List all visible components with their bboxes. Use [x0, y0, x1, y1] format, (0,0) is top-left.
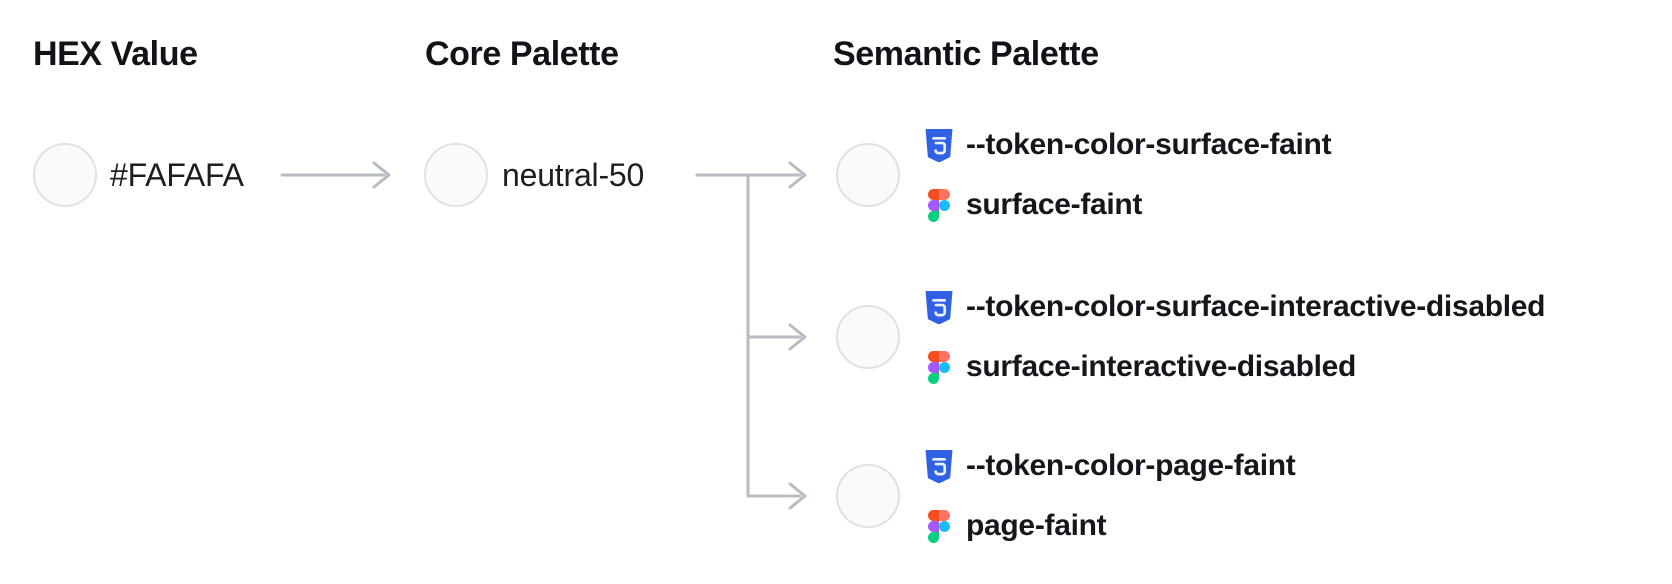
branch-core-to-semantic — [695, 161, 807, 510]
hex-value-label: #FAFAFA — [110, 157, 244, 193]
figma-token-line: page-faint — [925, 508, 1295, 544]
figma-logo-icon — [925, 350, 953, 384]
css-variable-line: --token-color-page-faint — [925, 448, 1296, 484]
hex-color-swatch — [33, 143, 97, 207]
figma-logo-icon — [925, 188, 953, 222]
figma-token-line: surface-interactive-disabled — [925, 349, 1545, 385]
css-variable-line: --token-color-surface-faint — [925, 127, 1332, 163]
semantic-token-row: --token-color-page-faint page-faint — [836, 447, 1296, 545]
css-variable-label: --token-color-page-faint — [966, 449, 1296, 482]
css3-shield-icon — [925, 449, 953, 483]
css3-shield-icon — [925, 128, 953, 162]
css-variable-label: --token-color-surface-interactive-disabl… — [966, 290, 1546, 323]
semantic-color-swatch — [836, 464, 900, 528]
semantic-color-swatch — [836, 305, 900, 369]
semantic-palette-heading: Semantic Palette — [833, 35, 1099, 73]
semantic-token-row: --token-color-surface-faint surface-fain… — [836, 126, 1332, 224]
hex-value-heading: HEX Value — [33, 35, 198, 73]
css-variable-line: --token-color-surface-interactive-disabl… — [925, 289, 1546, 325]
figma-logo-icon — [925, 509, 953, 543]
core-color-swatch — [424, 143, 488, 207]
core-palette-heading: Core Palette — [425, 35, 619, 73]
figma-token-label: surface-faint — [966, 188, 1143, 221]
figma-token-label: page-faint — [966, 509, 1107, 542]
css3-shield-icon — [925, 290, 953, 324]
arrow-hex-to-core — [280, 161, 391, 189]
core-palette-label: neutral-50 — [502, 157, 645, 193]
css-variable-label: --token-color-surface-faint — [966, 128, 1332, 161]
figma-token-line: surface-faint — [925, 187, 1331, 223]
figma-token-label: surface-interactive-disabled — [966, 350, 1357, 383]
semantic-color-swatch — [836, 143, 900, 207]
semantic-token-row: --token-color-surface-interactive-disabl… — [836, 288, 1546, 386]
